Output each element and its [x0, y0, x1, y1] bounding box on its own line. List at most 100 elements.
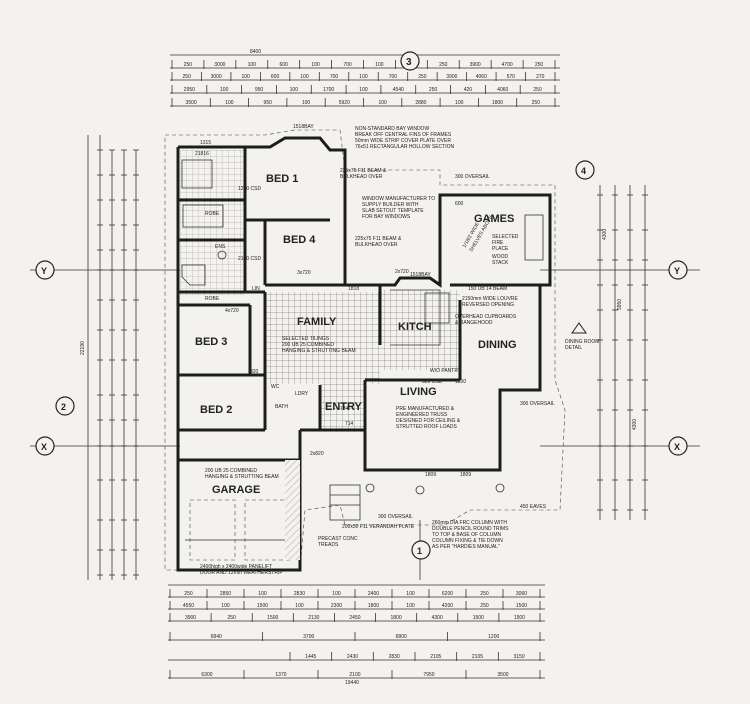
room-family: FAMILY [297, 316, 337, 328]
note-bay-size: 1518BAY [293, 124, 314, 130]
misc-dimension-value: 21816 [195, 151, 209, 157]
room-kitch: KITCH [398, 321, 432, 333]
misc-dimension-value: 1200 CSD [238, 186, 261, 192]
room-bed-1: BED 1 [266, 173, 298, 185]
dimension-value: 100 [378, 100, 387, 106]
room-bed-2: BED 2 [200, 404, 232, 416]
dimension-value: 2880 [415, 100, 426, 106]
dimension-value: 2830 [389, 654, 400, 660]
note-beam-bed1: 225x75 F11 BEAM & [340, 168, 387, 174]
dimension-value: 3060 [516, 591, 527, 597]
misc-dimension-value: 3x720 [297, 270, 311, 276]
room-robe-2: ROBE [205, 296, 220, 302]
note-fireplace: PLACE [492, 246, 509, 252]
note-dining-detail: DETAIL [565, 345, 582, 351]
dimension-value: 2950 [184, 87, 195, 93]
misc-dimension-value: 820 [250, 369, 259, 375]
room-games: GAMES [474, 213, 514, 225]
dimension-value: 600 [271, 74, 280, 80]
dimension-value: 1800 [368, 603, 379, 609]
grid-ref-top: 3 [406, 57, 412, 68]
misc-dimension-value: 724 [340, 406, 349, 412]
note-treads: PRECAST CONC [318, 536, 358, 542]
dimension-value: 3000 [211, 74, 222, 80]
note-window-manufacturer: WINDOW MANUFACTURER TO [362, 196, 435, 202]
dimension-value: 100 [248, 62, 257, 68]
room-lin: LIN [252, 286, 260, 292]
misc-dimension-value: 1809 [425, 472, 436, 478]
note-garage-door: DOOR AND 12mm WEATHERSTRIP [200, 570, 283, 576]
note-column: TO TOP & BASE OF COLUMN [432, 532, 501, 538]
dimension-value: 2450 [349, 615, 360, 621]
dimension-value: 5920 [339, 100, 350, 106]
misc-dimension-value: 1809 [460, 472, 471, 478]
misc-dimension-value: 2100 CSD [238, 256, 261, 262]
dimension-value: 100 [332, 591, 341, 597]
dimension-value: 250 [439, 62, 448, 68]
note-bay-window: NON-STANDARD BAY WINDOW [355, 126, 429, 132]
dimension-value: 250 [532, 100, 541, 106]
dimension-value: 100 [295, 603, 304, 609]
grid-ref-x-left-circle [35, 436, 55, 456]
dim-right-2: 5950 [617, 299, 623, 310]
dimension-value: 250 [184, 62, 193, 68]
dimension-value: 700 [389, 74, 398, 80]
note-truss: STRUTTED ROOF LOADS [396, 424, 458, 430]
room-dining: DINING [478, 339, 517, 351]
note-treads: TREADS [318, 542, 339, 548]
room-wc: WC [271, 384, 280, 390]
note-window-manufacturer: FOR BAY WINDOWS [362, 214, 411, 220]
dimension-value: 250 [227, 615, 236, 621]
note-truss: PRE MANUFACTURED & [396, 406, 455, 412]
dimension-value: 1445 [305, 654, 316, 660]
dimension-value: 2400 [368, 591, 379, 597]
room-ldry: LDRY [295, 391, 309, 397]
note-family-beam: HANGING & STRUTTING BEAM [282, 348, 356, 354]
walls [176, 136, 552, 572]
dimension-value: 100 [375, 62, 384, 68]
dimension-value: 3150 [514, 654, 525, 660]
dimension-value: 6200 [442, 591, 453, 597]
dimension-value: 570 [507, 74, 516, 80]
dimension-value: 3000 [214, 62, 225, 68]
dimension-value: 4060 [476, 74, 487, 80]
dimension-value: 4700 [502, 62, 513, 68]
dimension-value: 1800 [391, 615, 402, 621]
note-column: AS PER "HARDIES MANUAL" [432, 544, 500, 550]
dim-top-overall: 8400 [250, 49, 261, 55]
grid-ref-y-right-circle [668, 260, 688, 280]
misc-dimension-value: 820 CSD [422, 379, 443, 385]
dimension-value: 250 [535, 62, 544, 68]
misc-dimension-value: 2x820 [310, 451, 324, 457]
dimension-value: 100 [311, 62, 320, 68]
note-bay-window: BREAK OFF CENTRAL FINS OF FRAMES [355, 132, 452, 138]
dimension-value: 700 [343, 62, 352, 68]
dimension-value: 4540 [393, 87, 404, 93]
top-dimension-strings: 8400 250 3000 100 600 100 700 100 700 250 3900 470… [170, 49, 560, 107]
dimension-value: 1800 [492, 100, 503, 106]
note-truss: ENGINEERED TRUSS [396, 412, 448, 418]
dimension-value: 3900 [470, 62, 481, 68]
dimension-value: 250 [533, 87, 542, 93]
dimension-value: 6840 [211, 634, 222, 640]
dimension-value: 2850 [220, 591, 231, 597]
dimension-value: 100 [406, 591, 415, 597]
room-robe: ROBE [205, 211, 220, 217]
room-ens: ENS [215, 244, 226, 250]
room-entry: ENTRY [325, 401, 363, 413]
dimension-value: 100 [241, 74, 250, 80]
dim-right-1: 4300 [602, 229, 608, 240]
misc-dimension-value: 4x720 [225, 308, 239, 314]
note-family-beam: SELECTED TILINGS [282, 336, 330, 342]
note-truss: DESIGNED FOR CEILING & [396, 418, 461, 424]
misc-dimension-value: 1818 [348, 286, 359, 292]
dimension-value: 250 [480, 603, 489, 609]
room-garage: GARAGE [212, 484, 260, 496]
dimension-value: 1700 [323, 87, 334, 93]
grid-ref-bottom: 1 [417, 546, 422, 556]
note-oversail-right: 300 OVERSAIL [520, 401, 555, 407]
grid-ref-right: 4 [581, 166, 586, 176]
